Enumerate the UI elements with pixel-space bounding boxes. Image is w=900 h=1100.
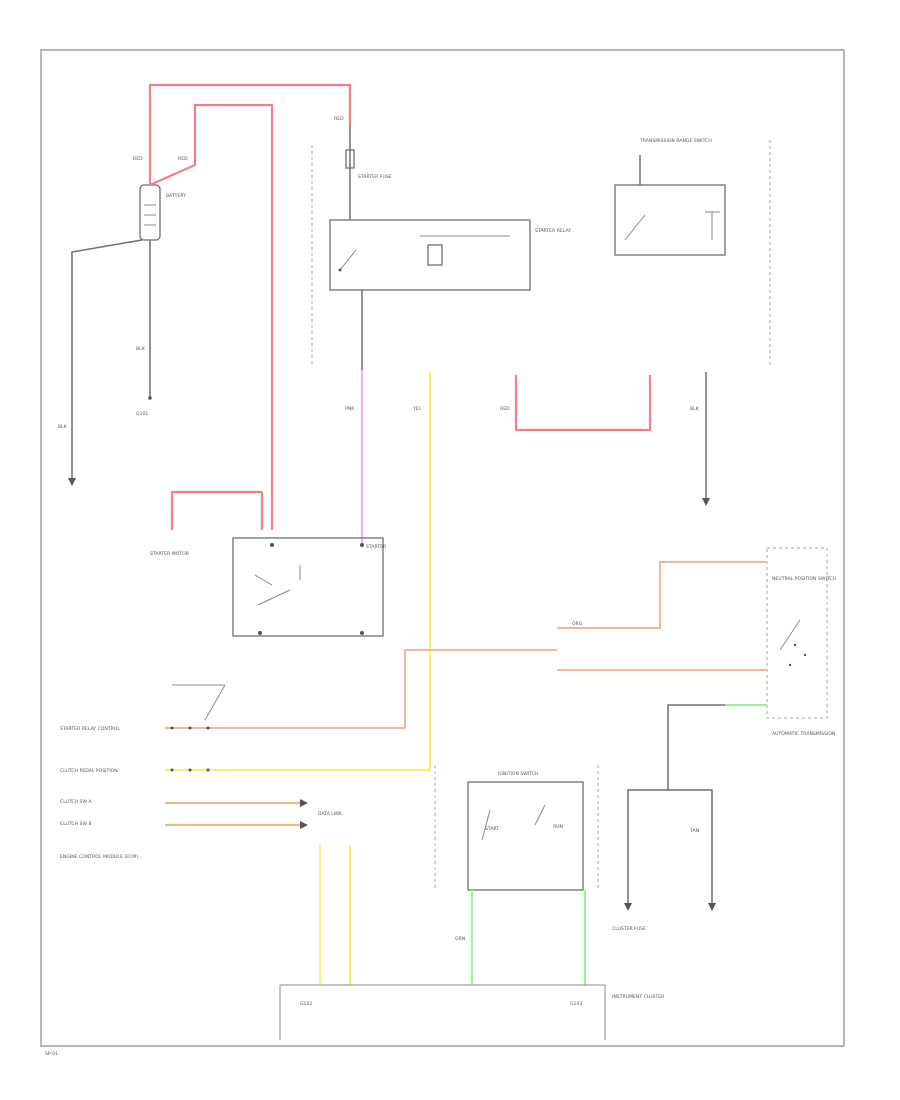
battery-positive-wire-a bbox=[148, 83, 352, 185]
ignition-switch-box bbox=[467, 781, 584, 891]
starter-motor: STARTER bbox=[232, 537, 387, 637]
starter-motor-box bbox=[232, 537, 384, 637]
trans-split-wire-b bbox=[668, 789, 713, 905]
ecm-connector: STARTER RELAY CONTROL CLUTCH PEDAL POSIT… bbox=[60, 684, 226, 860]
battery-label: BATTERY bbox=[166, 193, 186, 199]
relay-red-jumper bbox=[514, 375, 652, 432]
wire-pnk-label: PNK bbox=[345, 406, 355, 412]
wire-blk-mid: BLK bbox=[136, 346, 146, 352]
wire-red-a: RED bbox=[133, 156, 143, 162]
starter-relay-box bbox=[329, 219, 531, 291]
starter-red-feed bbox=[170, 490, 262, 530]
ignition-switch-label: IGNITION SWITCH bbox=[498, 771, 538, 777]
page-code: SP-01 bbox=[45, 1051, 58, 1057]
ignition-yellow-wire bbox=[165, 372, 432, 772]
neutral-switch-box bbox=[766, 547, 828, 719]
automatic-transmission-label: AUTOMATIC TRANSMISSION bbox=[772, 731, 835, 737]
connector-arrow-right bbox=[702, 498, 710, 506]
starter-fuse: STARTER FUSE bbox=[345, 125, 392, 220]
starter-relay-label: STARTER RELAY bbox=[535, 228, 571, 234]
diagram-border bbox=[40, 49, 845, 1047]
ground-left-label: G101 bbox=[136, 411, 148, 417]
orange-wire-top bbox=[557, 561, 767, 629]
ground-right-label: G103 bbox=[570, 1001, 582, 1007]
starter-fuse-label: STARTER FUSE bbox=[358, 174, 392, 180]
connector-arrow-left bbox=[68, 478, 76, 486]
wire-org-label: ORG bbox=[572, 621, 583, 627]
wire-grn-label: GRN bbox=[455, 936, 465, 942]
starter-relay: STARTER RELAY bbox=[329, 219, 571, 291]
starter-label: STARTER bbox=[366, 544, 387, 550]
clutch-switch-a-label: CLUTCH SW A bbox=[60, 799, 92, 805]
transmission-range-relay: TRANSMISSION RANGE SWITCH bbox=[614, 138, 726, 256]
clutch-switch-b-label: CLUTCH SW B bbox=[60, 821, 92, 827]
trans-split-wire bbox=[627, 760, 669, 905]
wire-red-b: RED bbox=[178, 156, 188, 162]
neutral-switch-label: NEUTRAL POSITION SWITCH bbox=[772, 576, 836, 582]
instrument-cluster-label: INSTRUMENT CLUSTER bbox=[612, 994, 665, 1000]
ground-center-label: G102 bbox=[300, 1001, 312, 1007]
transmission-range-label: TRANSMISSION RANGE SWITCH bbox=[639, 138, 712, 144]
wire-blk-left: BLK bbox=[58, 424, 68, 430]
wire-tan-label: TAN bbox=[689, 828, 699, 834]
wire-red-c: RED bbox=[334, 116, 344, 122]
battery-component: BATTERY bbox=[139, 184, 186, 241]
gray-wire-trans bbox=[667, 704, 725, 760]
run-label: RUN bbox=[553, 824, 563, 830]
starter-motor-label: STARTER MOTOR bbox=[150, 551, 190, 557]
clutch-pedal-label: CLUTCH PEDAL POSITION bbox=[60, 768, 118, 774]
wire-red-d: RED bbox=[500, 406, 510, 412]
starter-relay-control-label: STARTER RELAY CONTROL bbox=[60, 726, 120, 732]
ecm-label: ENGINE CONTROL MODULE (ECM) bbox=[60, 854, 138, 860]
neutral-switch-contacts bbox=[779, 619, 807, 667]
battery-positive-wire-b bbox=[149, 103, 274, 530]
wire-yel-label: YEL bbox=[412, 406, 422, 412]
wire-blk-right: BLK bbox=[690, 406, 700, 412]
cluster-fuse-label: CLUSTER FUSE bbox=[612, 926, 646, 932]
battery-sense-wire bbox=[71, 239, 143, 480]
ignition-switch: START RUN IGNITION SWITCH bbox=[467, 771, 584, 891]
battery-box bbox=[139, 184, 161, 241]
data-link-label: DATA LINK bbox=[318, 811, 343, 817]
orange-wire-ecm bbox=[165, 649, 557, 729]
start-label: START bbox=[485, 826, 499, 832]
